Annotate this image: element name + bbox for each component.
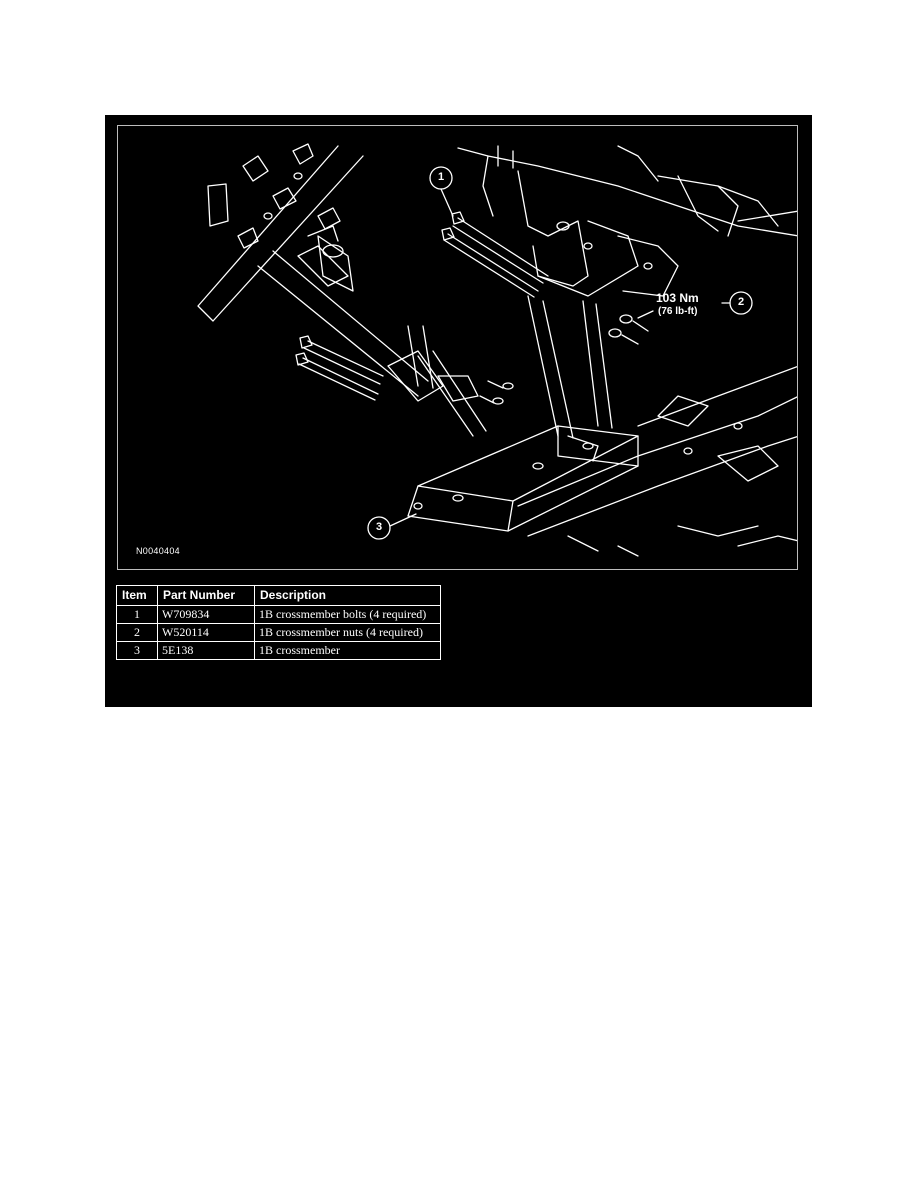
crossmember-nuts (479, 314, 649, 405)
left-rail-lower (257, 225, 429, 397)
parts-table: Item Part Number Description 1 W709834 1… (116, 585, 441, 660)
table-row: 1 W709834 1B crossmember bolts (4 requir… (116, 605, 441, 624)
crossmember-bolts (295, 211, 549, 401)
crossmember-illustration (197, 143, 797, 557)
column-header-part-number: Part Number (157, 585, 255, 606)
lower-right-frame-rail (517, 366, 797, 557)
figure-id: N0040404 (136, 546, 180, 556)
upper-right-frame (457, 145, 797, 297)
upper-left-frame-rail (197, 143, 364, 322)
table-row: 3 5E138 1B crossmember (116, 641, 441, 660)
torque-spec-metric: 103 Nm (656, 291, 699, 305)
part-number-cell: W709834 (157, 605, 255, 624)
column-header-item: Item (116, 585, 158, 606)
description-cell: 1B crossmember bolts (4 required) (254, 605, 441, 624)
figure-panel: 1 2 3 103 Nm (76 lb-ft) N0040404 Item Pa… (105, 115, 812, 707)
callout-markers (367, 166, 753, 540)
item-cell: 3 (116, 641, 158, 660)
item-cell: 1 (116, 605, 158, 624)
column-header-description: Description (254, 585, 441, 606)
table-row: 2 W520114 1B crossmember nuts (4 require… (116, 623, 441, 642)
callout-2-number: 2 (737, 296, 745, 308)
callout-1-number: 1 (437, 171, 445, 183)
description-cell: 1B crossmember (254, 641, 441, 660)
table-header-row: Item Part Number Description (116, 585, 441, 606)
torque-spec-imperial: (76 lb-ft) (658, 306, 698, 317)
callout-3-number: 3 (375, 521, 383, 533)
crossmember-bracket (387, 295, 613, 439)
description-cell: 1B crossmember nuts (4 required) (254, 623, 441, 642)
item-cell: 2 (116, 623, 158, 642)
crossmember-beam (407, 425, 639, 532)
part-number-cell: W520114 (157, 623, 255, 642)
part-number-cell: 5E138 (157, 641, 255, 660)
illustration-frame: 1 2 3 103 Nm (76 lb-ft) N0040404 (117, 125, 798, 570)
